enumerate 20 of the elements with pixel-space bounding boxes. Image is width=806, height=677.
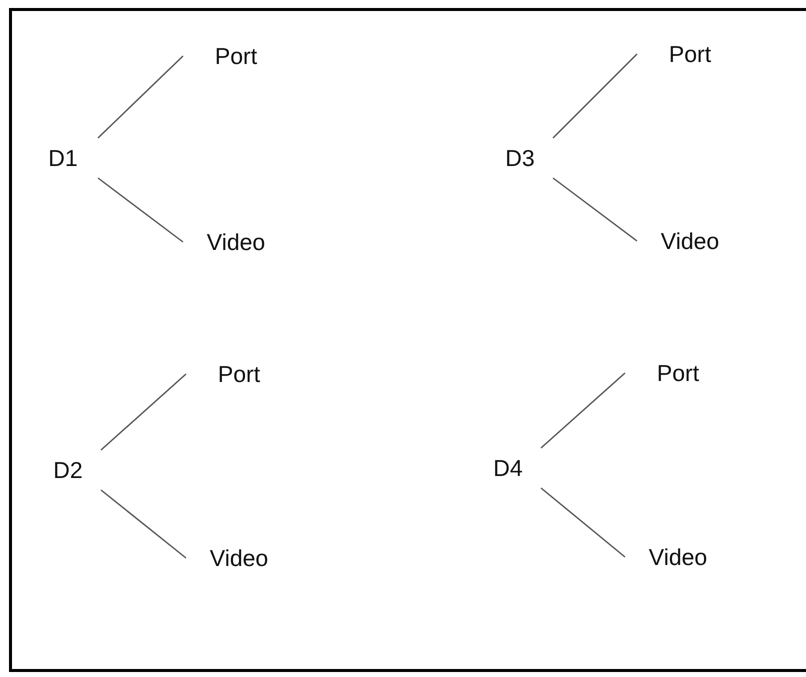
node-label: Video bbox=[186, 538, 292, 578]
node-label: Port bbox=[637, 34, 743, 74]
connector-line bbox=[98, 56, 184, 138]
node-label: D1 bbox=[28, 138, 98, 178]
node-label: Video bbox=[183, 222, 289, 262]
node-label: D2 bbox=[35, 450, 101, 490]
connector-line bbox=[552, 177, 638, 242]
connector-line bbox=[540, 372, 626, 449]
node-label: D4 bbox=[475, 448, 541, 488]
node-label: Port bbox=[186, 354, 292, 394]
node-label: Port bbox=[183, 36, 289, 76]
node-label: Video bbox=[625, 537, 731, 577]
node-label: D3 bbox=[487, 138, 553, 178]
connector-line bbox=[552, 54, 638, 138]
connector-line bbox=[540, 487, 626, 558]
connector-line bbox=[100, 373, 186, 451]
connector-line bbox=[98, 177, 184, 243]
node-label: Port bbox=[625, 353, 731, 393]
node-label: Video bbox=[637, 221, 743, 261]
connector-line bbox=[100, 489, 186, 559]
